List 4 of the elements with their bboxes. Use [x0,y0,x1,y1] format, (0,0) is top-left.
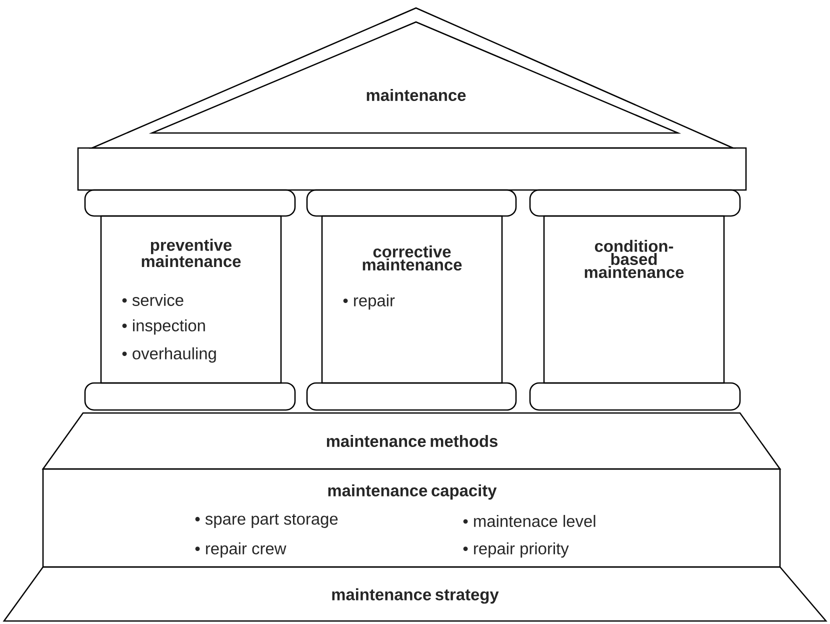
base-box: maintenance capacity • spare part storage • maintenace level • repair crew • repair priority [42,468,781,568]
column-box: corrective maintenance • repair [321,215,503,384]
column-box: preventive maintenance • service • inspection • overhauling [100,215,282,384]
column-box: condition-based maintenance [543,215,725,384]
